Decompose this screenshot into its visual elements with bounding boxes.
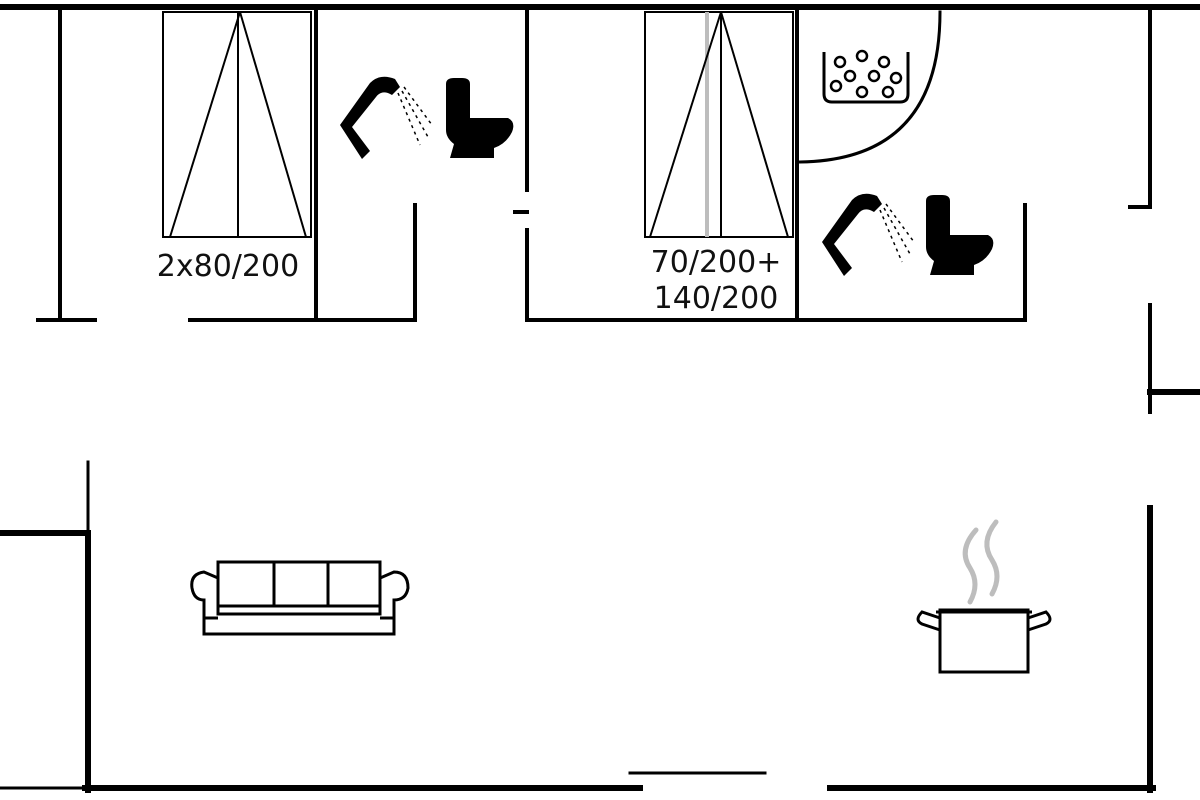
- bed-right-size-label-2: 140/200: [654, 281, 779, 316]
- bed-right-frame: [644, 11, 794, 238]
- bed-left-size-label: 2x80/200: [157, 249, 299, 284]
- toilet-icon: [926, 195, 994, 275]
- bed-right-diag-2: [720, 11, 789, 238]
- bed-right: [644, 11, 794, 238]
- toilet-icon: [446, 78, 514, 158]
- bed-left: [162, 11, 312, 238]
- bed-left-diag-1: [169, 11, 241, 238]
- bed-right-size-label-1: 70/200+: [651, 245, 782, 280]
- bed-left-diag-2: [239, 11, 307, 238]
- shower-icon: [822, 193, 915, 276]
- right-walls: [1128, 8, 1200, 793]
- shower-icon: [340, 76, 433, 159]
- sofa-icon: [190, 560, 410, 636]
- bedroom-right: 70/200+ 140/200: [525, 8, 1027, 322]
- bed-right-diag-1: [649, 11, 722, 238]
- cooking-pot-icon: [916, 519, 1052, 674]
- hot-tub-icon: [822, 49, 910, 104]
- bathroom-right: [798, 10, 1027, 322]
- bathroom-left: [340, 8, 529, 322]
- living-walls: [0, 460, 1156, 793]
- bedroom-left: 2x80/200: [36, 8, 417, 322]
- hot-tub-arc: [798, 10, 942, 164]
